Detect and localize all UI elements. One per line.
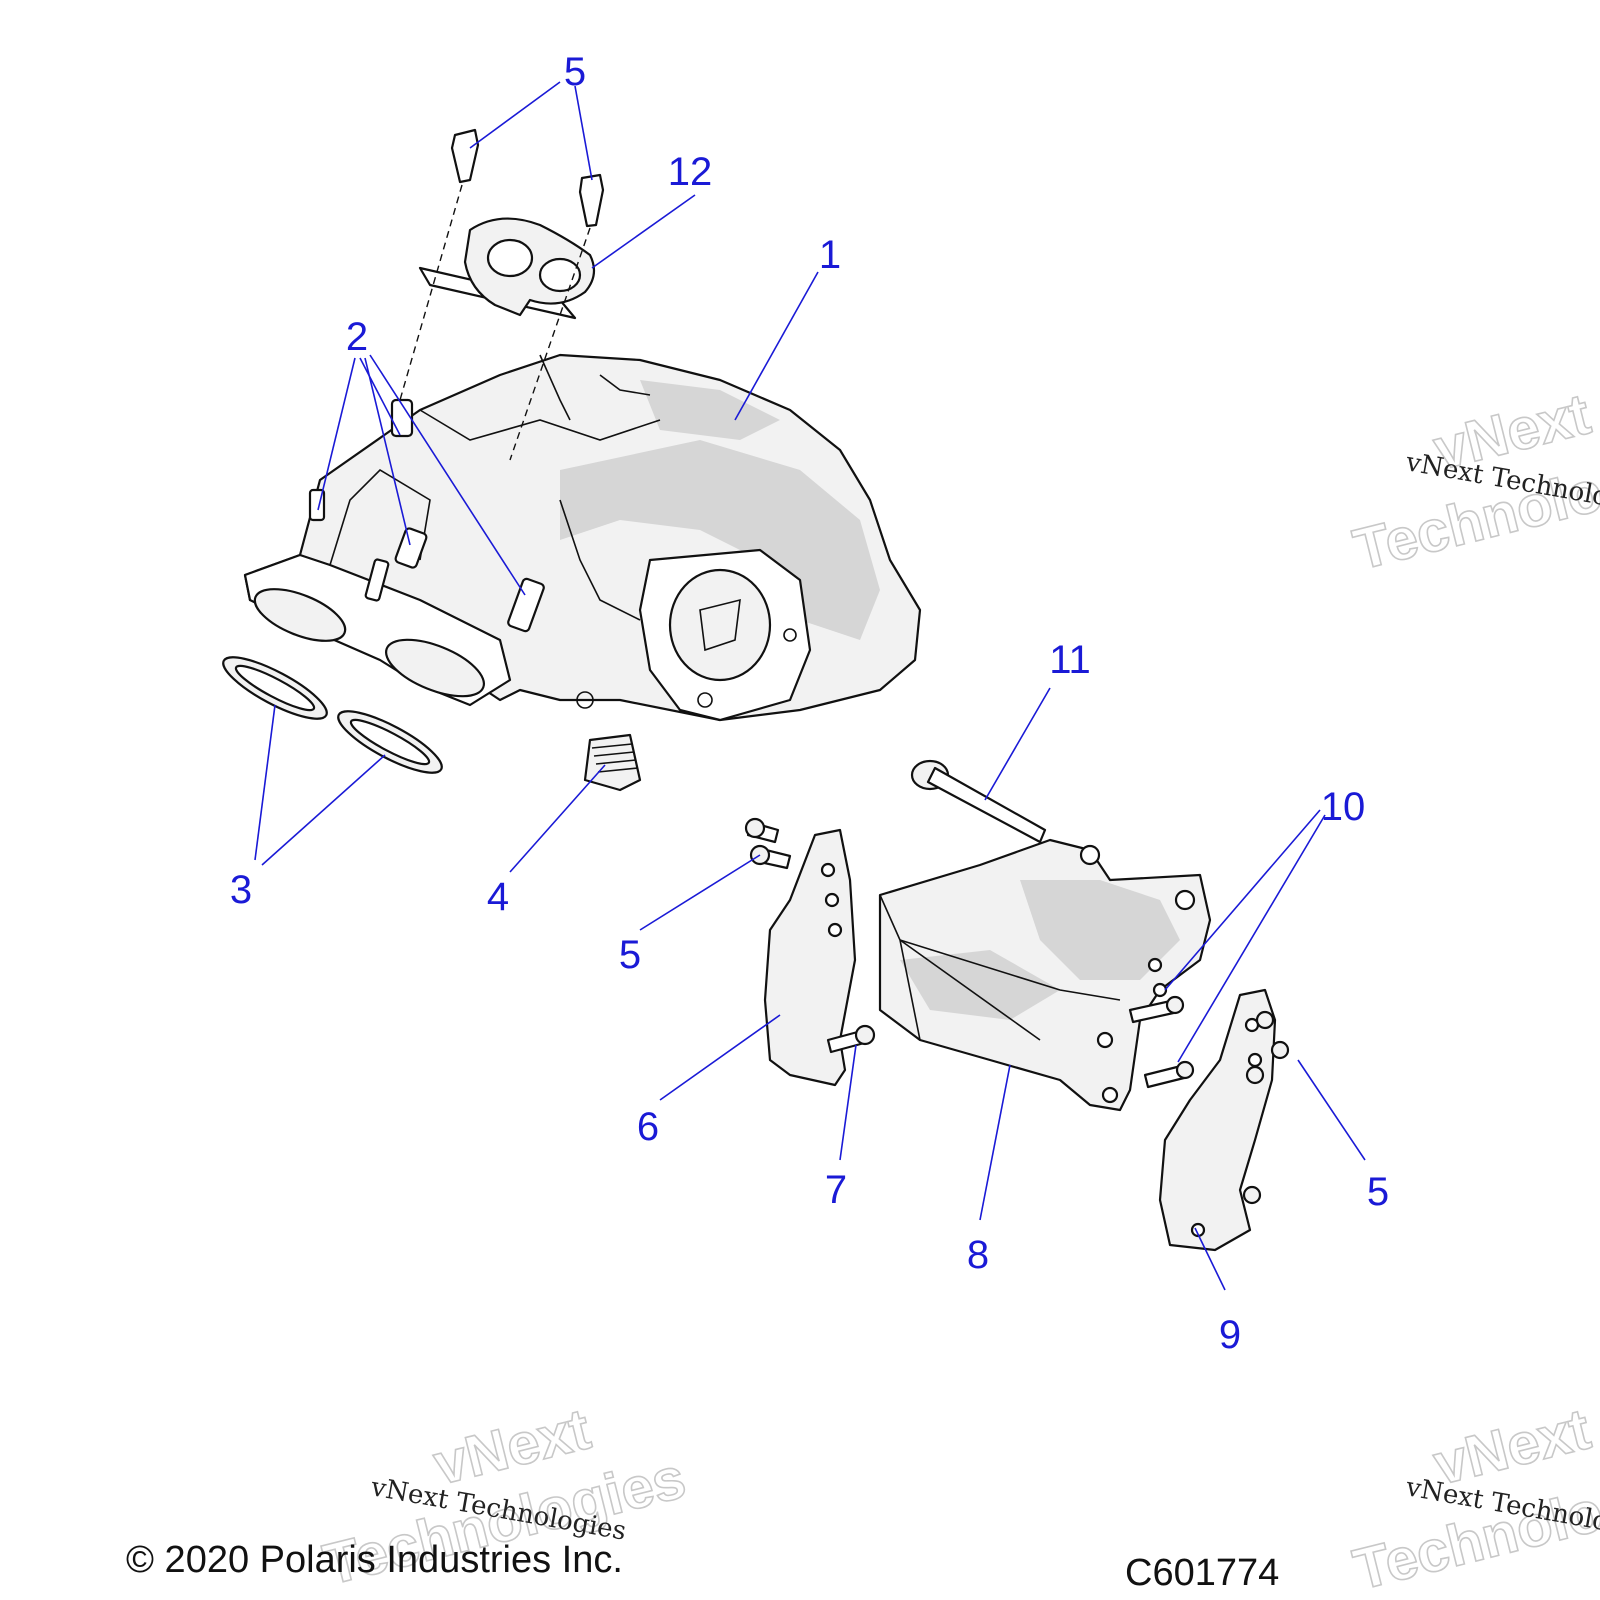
leader-6: [659, 1014, 781, 1101]
bolts-part-10: [1128, 995, 1195, 1089]
callout-9: 9: [1219, 1313, 1241, 1357]
leader-12: [591, 194, 696, 269]
diagram-id: C601774: [1125, 1552, 1279, 1594]
callout-5-right: 5: [1367, 1170, 1389, 1214]
callout-6: 6: [637, 1105, 659, 1149]
callout-10: 10: [1321, 785, 1366, 829]
leader-3-a: [254, 704, 276, 861]
callout-5-mid: 5: [619, 933, 641, 977]
leader-3-b: [261, 754, 386, 866]
leader-9: [1194, 1227, 1226, 1291]
leader-1: [734, 271, 819, 421]
leader-10-a: [1164, 809, 1321, 991]
callout-11: 11: [1049, 638, 1091, 682]
leader-11: [984, 687, 1051, 801]
leader-10-b: [1177, 814, 1326, 1063]
leader-4: [509, 764, 606, 873]
leader-5-top-b: [574, 85, 593, 181]
right-bracket-part-9: [1158, 988, 1290, 1252]
leader-2-c: [364, 357, 411, 546]
long-bolt-part-11: [910, 759, 1047, 844]
callout-12: 12: [668, 150, 713, 194]
leader-5-top-a: [469, 81, 561, 149]
screws-top-part-5: [399, 128, 605, 461]
callout-1: 1: [819, 233, 841, 277]
left-bracket-part-6: [763, 828, 857, 1087]
callout-3: 3: [230, 868, 252, 912]
callouts: 5 12 1 2 3 4 11 10 5 6 7 8 5 9: [230, 50, 1389, 1357]
leader-5-right: [1297, 1059, 1366, 1161]
callout-4: 4: [487, 875, 509, 919]
callout-2: 2: [346, 315, 368, 359]
callout-5-top: 5: [564, 50, 586, 94]
callout-7: 7: [825, 1168, 847, 1212]
threaded-plug-part-4: [583, 733, 642, 792]
intake-housing-part-1: [243, 353, 922, 722]
leader-2-d: [369, 354, 526, 596]
bolt-part-7: [826, 1024, 876, 1054]
screws-mid-part-5: [744, 817, 792, 870]
watermark-bottom-right: vNext Technologies vNext Technologies: [1347, 1396, 1600, 1600]
clamp-bracket-part-12: [418, 217, 596, 320]
leader-5-mid: [639, 854, 761, 931]
leader-8: [979, 1064, 1011, 1221]
copyright-notice: © 2020 Polaris Industries Inc.: [126, 1539, 623, 1581]
leader-lines: [254, 81, 1366, 1291]
callout-8: 8: [967, 1233, 989, 1277]
leader-2-b: [359, 357, 401, 436]
watermark-top-right: vNext Technologies vNext Technologies: [1347, 381, 1600, 584]
leader-2-a: [317, 357, 356, 511]
leader-7: [839, 1044, 857, 1161]
engine-mount-part-8: [878, 838, 1212, 1112]
hose-clamps-part-2: [308, 398, 545, 633]
gaskets-part-3: [222, 656, 443, 774]
